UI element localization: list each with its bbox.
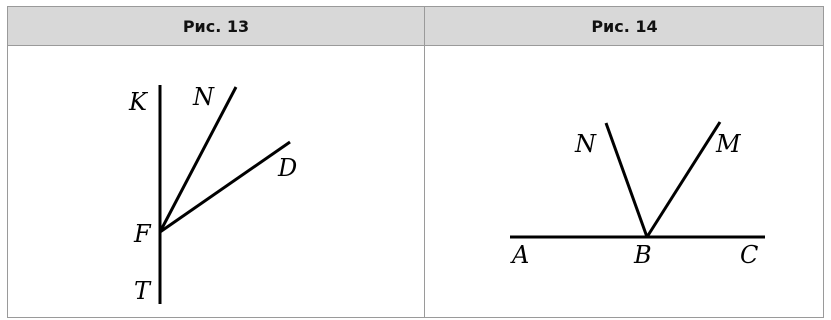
label-c: C	[740, 241, 759, 269]
label-b: B	[634, 241, 652, 269]
label-f: F	[134, 220, 151, 248]
label-a: A	[512, 241, 530, 269]
label-k: K	[129, 88, 147, 116]
figure-13: K N D F T	[8, 46, 424, 318]
figure-13-drawing	[158, 85, 291, 304]
figure-14-drawing	[510, 121, 765, 239]
label-d: D	[278, 154, 298, 182]
header-figure-14: Рис. 14	[591, 16, 658, 36]
figure-14: N M A B C	[425, 46, 824, 318]
label-m: M	[716, 130, 741, 158]
label-n: N	[193, 83, 214, 111]
label-n: N	[575, 130, 596, 158]
table-header-row	[8, 7, 823, 46]
ray-bm	[645, 121, 722, 238]
ray-fd	[159, 140, 291, 234]
ray-bn	[604, 122, 649, 238]
label-t: T	[134, 277, 151, 305]
column-divider	[424, 7, 425, 317]
figure-table: Рис. 13 Рис. 14 K N D F T N M A B C	[7, 6, 824, 318]
header-figure-13: Рис. 13	[182, 16, 250, 36]
ray-fn	[158, 86, 238, 233]
